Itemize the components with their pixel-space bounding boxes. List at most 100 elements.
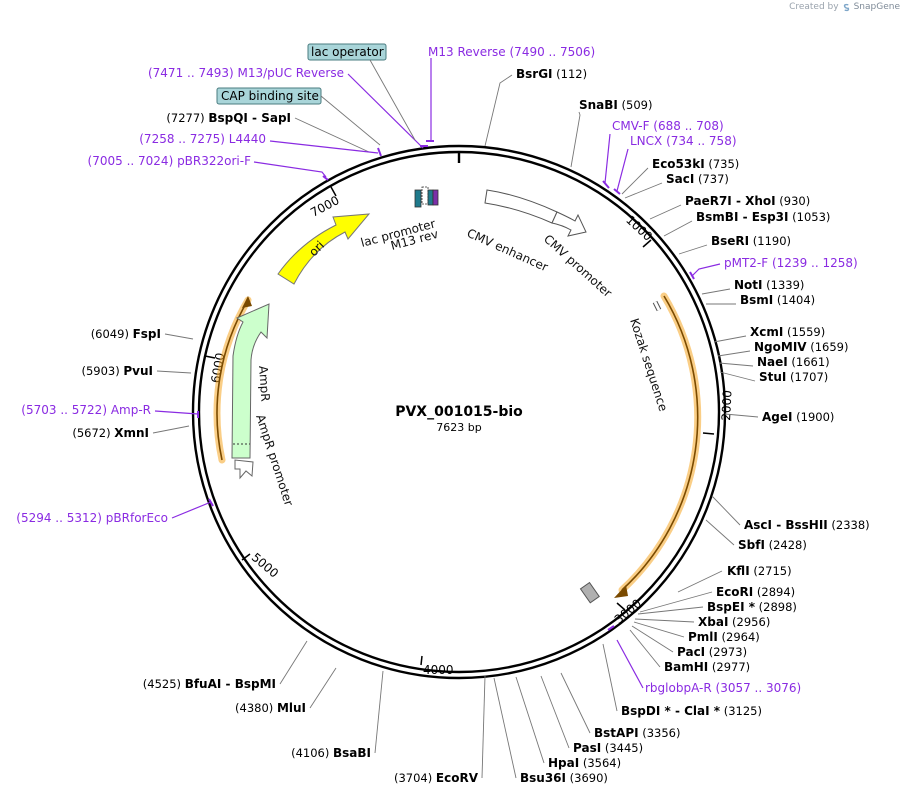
enzyme-site-bsu36i[interactable]: Bsu36I (3690) bbox=[520, 771, 608, 785]
enzyme-site-bspdi[interactable]: BspDI * - ClaI * (3125) bbox=[621, 704, 762, 718]
enzyme-name: EcoRI bbox=[716, 585, 753, 599]
feature-kozak[interactable]: Kozak sequence bbox=[627, 300, 670, 413]
enzyme-site-bamhi[interactable]: BamHI (2977) bbox=[664, 660, 750, 674]
primer-binding-mark bbox=[613, 188, 621, 195]
enzyme-site-xcmi[interactable]: XcmI (1559) bbox=[750, 325, 825, 339]
primer-leader-pbrforeco bbox=[171, 501, 212, 519]
enzyme-site-bstapi[interactable]: BstAPI (3356) bbox=[594, 726, 680, 740]
enzyme-position: (737) bbox=[694, 172, 729, 186]
enzyme-position: (3690) bbox=[566, 771, 608, 785]
tick-label-5000: 5000 bbox=[249, 550, 281, 580]
primer-amp-r[interactable]: (5703 .. 5722) Amp-R bbox=[21, 403, 151, 417]
enzyme-position: (7277) bbox=[166, 111, 208, 125]
enzyme-name: NotI bbox=[734, 278, 763, 292]
plasmid-name: PVX_001015-bio bbox=[395, 404, 523, 420]
leader-ecorv bbox=[481, 675, 486, 779]
enzyme-site-bsrgi[interactable]: BsrGI (112) bbox=[516, 67, 587, 81]
enzyme-site-xbai[interactable]: XbaI (2956) bbox=[698, 615, 770, 629]
primer-range: (5294 .. 5312) bbox=[16, 511, 106, 525]
enzyme-site-mlui[interactable]: (4380) MluI bbox=[235, 701, 306, 715]
enzyme-name: BsrGI bbox=[516, 67, 553, 81]
lac-operator-box[interactable]: lac operator bbox=[307, 43, 387, 61]
enzyme-site-bfuai[interactable]: (4525) BfuAI - BspMI bbox=[143, 677, 276, 691]
primer-pmt2-f[interactable]: pMT2-F (1239 .. 1258) bbox=[724, 256, 858, 270]
enzyme-site-pmli[interactable]: PmlI (2964) bbox=[688, 630, 760, 644]
feature-cds-arc[interactable] bbox=[614, 292, 702, 598]
primer-pbrforeco[interactable]: (5294 .. 5312) pBRforEco bbox=[16, 511, 168, 525]
enzyme-site-agei[interactable]: AgeI (1900) bbox=[762, 410, 834, 424]
enzyme-name: EcoRV bbox=[436, 771, 479, 785]
enzyme-name: XcmI bbox=[750, 325, 783, 339]
primer-m13-puc-reverse[interactable]: (7471 .. 7493) M13/pUC Reverse bbox=[148, 66, 344, 80]
primer-binding-mark bbox=[322, 175, 329, 181]
leader-lines bbox=[152, 58, 759, 779]
enzyme-site-bsmbi[interactable]: BsmBI - Esp3I (1053) bbox=[696, 210, 830, 224]
enzyme-site-bsmi[interactable]: BsmI (1404) bbox=[740, 293, 815, 307]
enzyme-site-hpai[interactable]: HpaI (3564) bbox=[548, 756, 621, 770]
primer-l4440[interactable]: (7258 .. 7275) L4440 bbox=[139, 132, 266, 146]
enzyme-site-saci[interactable]: SacI (737) bbox=[666, 172, 729, 186]
enzyme-site-naei[interactable]: NaeI (1661) bbox=[757, 355, 830, 369]
backbone-outer-ring bbox=[191, 144, 727, 680]
enzyme-name: Eco53kI bbox=[652, 157, 705, 171]
leader-ngomiv bbox=[717, 350, 751, 357]
feature-cmv-promoter[interactable]: CMV promoter bbox=[541, 211, 615, 300]
enzyme-name-secondary: ClaI * bbox=[684, 704, 721, 718]
enzyme-position: (1661) bbox=[788, 355, 830, 369]
enzyme-site-ecorv[interactable]: (3704) EcoRV bbox=[394, 771, 479, 785]
feature-ori[interactable]: ori bbox=[277, 213, 371, 285]
primer-cmv-f[interactable]: CMV-F (688 .. 708) bbox=[612, 119, 724, 133]
leader-bspdi bbox=[602, 643, 618, 712]
enzyme-separator: - bbox=[738, 210, 751, 224]
enzyme-site-paci[interactable]: PacI (2973) bbox=[677, 645, 747, 659]
enzyme-name: NaeI bbox=[757, 355, 788, 369]
primer-leader-l4440 bbox=[269, 140, 379, 154]
enzyme-site-paer7i[interactable]: PaeR7I - XhoI (930) bbox=[685, 194, 810, 208]
enzyme-site-eco53ki[interactable]: Eco53kI (735) bbox=[652, 157, 739, 171]
enzyme-site-bspqi[interactable]: (7277) BspQI - SapI bbox=[166, 111, 291, 125]
leader-pasi bbox=[540, 675, 570, 749]
leader-paer7i bbox=[649, 204, 682, 220]
enzyme-name: FspI bbox=[133, 327, 161, 341]
leader-asci bbox=[711, 495, 741, 526]
feature-cmv-enhancer[interactable]: CMV enhancer bbox=[465, 189, 558, 274]
enzyme-site-xmni[interactable]: (5672) XmnI bbox=[72, 426, 149, 440]
enzyme-name: BsmI bbox=[740, 293, 773, 307]
enzyme-site-ngomiv[interactable]: NgoMIV (1659) bbox=[754, 340, 848, 354]
primer-binding-mark bbox=[607, 625, 615, 631]
enzyme-site-pasi[interactable]: PasI (3445) bbox=[573, 741, 643, 755]
enzyme-site-pvui[interactable]: (5903) PvuI bbox=[81, 364, 153, 378]
primer-pbr322ori-f[interactable]: (7005 .. 7024) pBR322ori-F bbox=[88, 154, 252, 168]
enzyme-position: (2964) bbox=[718, 630, 760, 644]
enzyme-site-ecori[interactable]: EcoRI (2894) bbox=[716, 585, 795, 599]
enzyme-site-snabi[interactable]: SnaBI (509) bbox=[579, 98, 653, 112]
primer-m13-reverse[interactable]: M13 Reverse (7490 .. 7506) bbox=[428, 45, 595, 59]
enzyme-name-secondary: BspMI bbox=[235, 677, 276, 691]
leader-paci bbox=[631, 625, 674, 653]
enzyme-site-fspi[interactable]: (6049) FspI bbox=[91, 327, 161, 341]
cmv-promoter-label: CMV promoter bbox=[541, 232, 615, 300]
enzyme-site-asci[interactable]: AscI - BssHII (2338) bbox=[744, 518, 870, 532]
ampr-label: AmpR bbox=[256, 365, 272, 402]
enzyme-position: (2973) bbox=[705, 645, 747, 659]
enzyme-name: BspQI bbox=[208, 111, 248, 125]
enzyme-site-kfli[interactable]: KflI (2715) bbox=[727, 564, 792, 578]
enzyme-site-bsabi[interactable]: (4106) BsaBI bbox=[291, 746, 371, 760]
feature-polya[interactable] bbox=[579, 581, 600, 604]
primer-name: M13 Reverse bbox=[428, 45, 510, 59]
enzyme-site-bseri[interactable]: BseRI (1190) bbox=[711, 234, 791, 248]
primer-rbglobpa-r[interactable]: rbglobpA-R (3057 .. 3076) bbox=[645, 681, 801, 695]
enzyme-site-sbfi[interactable]: SbfI (2428) bbox=[738, 538, 807, 552]
enzyme-position: (3445) bbox=[601, 741, 643, 755]
enzyme-position: (1404) bbox=[773, 293, 815, 307]
enzyme-site-bspei[interactable]: BspEI * (2898) bbox=[707, 600, 797, 614]
enzyme-site-stui[interactable]: StuI (1707) bbox=[759, 370, 828, 384]
enzyme-name: BstAPI bbox=[594, 726, 639, 740]
feature-lac-promoter[interactable]: lac promoter M13 rev bbox=[359, 186, 440, 253]
enzyme-site-noti[interactable]: NotI (1339) bbox=[734, 278, 804, 292]
cap-binding-site-box[interactable]: CAP binding site bbox=[216, 87, 322, 105]
primer-lncx[interactable]: LNCX (734 .. 758) bbox=[630, 134, 737, 148]
ampr-promoter-label: AmpR promoter bbox=[253, 413, 296, 508]
enzyme-name: BspDI * bbox=[621, 704, 671, 718]
feature-ampr[interactable]: AmpR bbox=[231, 303, 272, 459]
